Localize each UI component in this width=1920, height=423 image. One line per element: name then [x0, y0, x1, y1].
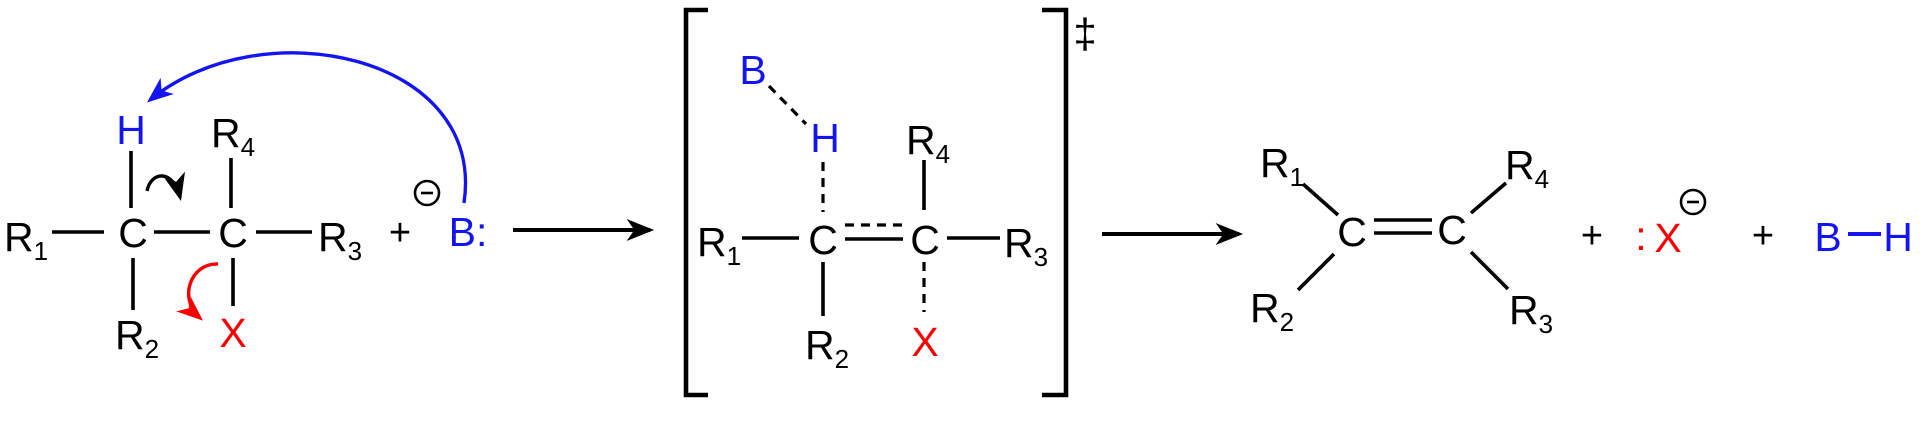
plus-sign-products-2: + [1752, 215, 1774, 257]
product-r1-label: R1 [1260, 140, 1304, 192]
partial-bond-b-h [767, 84, 808, 126]
halide-ion: : X [1635, 188, 1707, 261]
product-b-label: B [1814, 214, 1841, 260]
curved-arrow-base-to-h-icon [146, 51, 468, 204]
ts-x-label: X [911, 319, 938, 365]
base-label: B: [449, 209, 488, 255]
halide-x-label: X [1654, 215, 1681, 261]
bond-r1-cleft [1301, 182, 1340, 217]
reactant-r4-label: R4 [211, 110, 255, 162]
reactant-x-label: X [219, 310, 246, 356]
alkene-product: R1 R2 C C R4 R3 [1250, 140, 1553, 339]
bond-cright-r4 [1469, 181, 1508, 215]
bond-r2-cleft [1296, 252, 1336, 292]
curved-arrow-cx-to-x-icon [176, 262, 219, 321]
reactant-cleft-label: C [118, 210, 148, 256]
ts-cright-label: C [910, 217, 940, 263]
curved-arrow-ch-to-cc-icon [145, 171, 185, 202]
protonated-base: B H [1814, 214, 1912, 260]
ts-r4-label: R4 [906, 117, 950, 169]
product-cright-label: C [1437, 207, 1467, 253]
ts-cleft-label: C [808, 217, 838, 263]
double-dagger-symbol: ‡ [1073, 10, 1096, 57]
ts-r2-label: R2 [805, 322, 849, 374]
minus-charge-icon [413, 179, 441, 207]
reactant-r1-label: R1 [4, 214, 48, 266]
ts-r1-label: R1 [697, 219, 741, 271]
plus-sign-reactants: + [389, 212, 411, 254]
halide-lone-pair: : [1635, 213, 1646, 259]
product-cleft-label: C [1337, 209, 1367, 255]
reactant-r3-label: R3 [318, 214, 362, 266]
product-r4-label: R4 [1505, 142, 1549, 194]
right-bracket [1042, 7, 1069, 398]
bond-cright-r3 [1469, 250, 1510, 291]
ts-r3-label: R3 [1004, 220, 1048, 272]
ts-h-label: H [810, 115, 840, 161]
plus-sign-products-1: + [1581, 215, 1603, 257]
minus-charge-icon [1679, 188, 1707, 216]
transition-state: ‡ B H R1 C C R3 R4 R2 X [683, 7, 1097, 398]
base-anion: B: [413, 179, 488, 255]
left-bracket [683, 7, 708, 398]
reactant-molecule: R1 H R4 C C R3 R2 X [4, 51, 468, 364]
product-h-label: H [1883, 214, 1913, 260]
reactant-r2-label: R2 [115, 312, 159, 364]
reactant-h-label: H [116, 107, 146, 153]
product-r2-label: R2 [1250, 285, 1294, 337]
product-r3-label: R3 [1509, 287, 1553, 339]
ts-b-label: B [739, 47, 766, 93]
reactant-cright-label: C [218, 210, 248, 256]
